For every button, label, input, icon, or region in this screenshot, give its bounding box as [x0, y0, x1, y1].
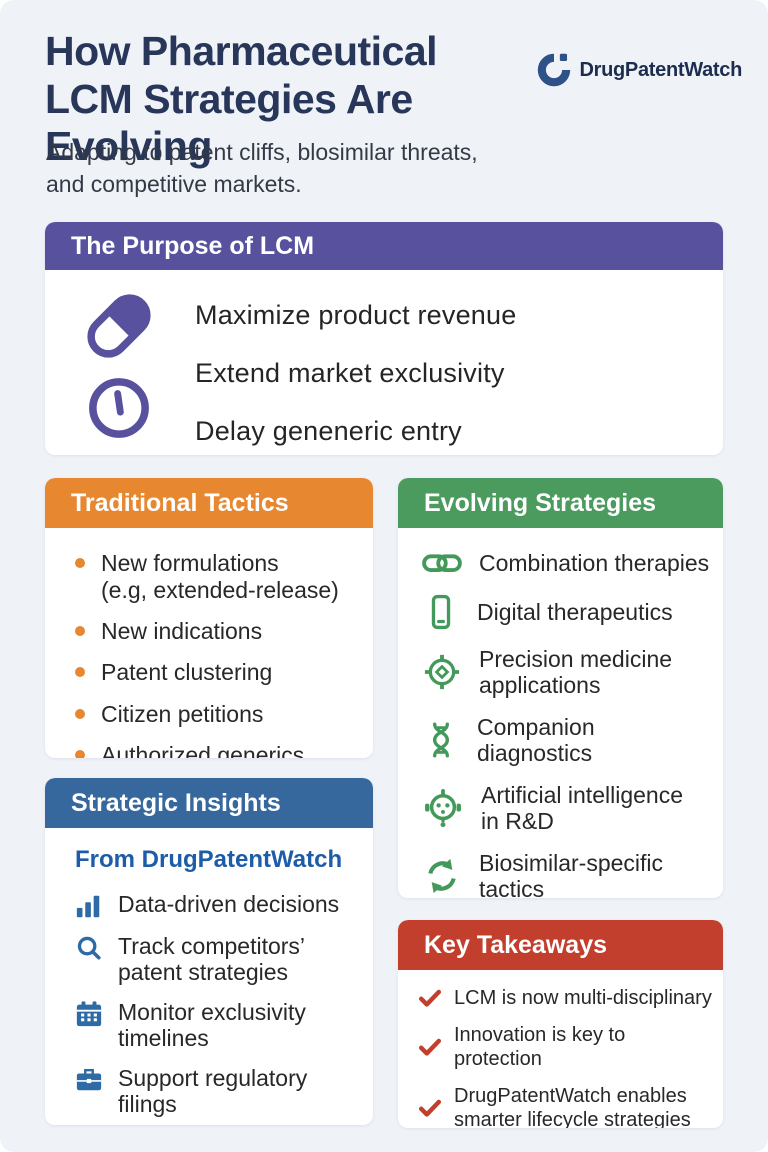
drugpatentwatch-logo-icon: [538, 53, 571, 87]
briefcase-icon: [76, 1068, 102, 1091]
evolving-strategies-card: Evolving Strategies Combination therapie…: [398, 478, 723, 898]
list-item: Support regulatory filings: [75, 1065, 365, 1118]
list-item-label: Digital therapeutics: [477, 598, 673, 625]
purpose-list: Maximize product revenue Extend market e…: [195, 286, 516, 447]
dna-icon: [433, 722, 449, 758]
purpose-card: The Purpose of LCM Maximize product reve…: [45, 222, 723, 455]
list-item: Patent clustering: [75, 659, 357, 686]
key-takeaways-list: LCM is now multi-disciplinary Innovation…: [398, 970, 723, 1128]
list-item: Combination therapies: [422, 548, 713, 578]
search-icon: [77, 936, 101, 960]
list-item-label: Biosimilar-specific tactics: [479, 849, 664, 898]
list-item-label: Innovation is key to protection: [454, 1024, 626, 1070]
traditional-tactics-card: Traditional Tactics New formulations (e.…: [45, 478, 373, 758]
brand-logo-text: DrugPatentWatch: [579, 58, 742, 81]
list-item: LCM is now multi-disciplinary: [418, 986, 717, 1010]
purpose-item: Maximize product revenue: [195, 300, 517, 330]
evolving-strategies-title: Evolving Strategies: [424, 488, 657, 517]
list-item-label: Monitor exclusivity timelines: [118, 998, 306, 1052]
list-item: Monitor exclusivity timelines: [75, 999, 365, 1052]
strategic-insights-subtitle: From DrugPatentWatch: [75, 846, 343, 873]
list-item-label: Authorized generics: [101, 741, 305, 758]
key-takeaways-header: Key Takeaways: [398, 920, 723, 970]
pill-icon: [87, 294, 151, 358]
list-item: DrugPatentWatch enables smarter lifecycl…: [418, 1084, 717, 1128]
list-item-label: Citizen petitions: [101, 700, 264, 727]
bar-chart-icon: [76, 895, 100, 918]
target-icon: [424, 655, 460, 690]
bullet-dot: [75, 667, 85, 678]
refresh-icon: [428, 858, 456, 894]
purpose-card-title: The Purpose of LCM: [71, 231, 315, 260]
purpose-card-header: The Purpose of LCM: [45, 222, 723, 270]
list-item-label: DrugPatentWatch enables smarter lifecycl…: [454, 1085, 691, 1128]
list-item-label: Track competitors’ patent strategies: [118, 933, 306, 986]
evolving-strategies-list: Combination therapies Digital therapeuti…: [398, 528, 723, 898]
traditional-tactics-list: New formulations (e.g, extended-release)…: [45, 528, 373, 758]
list-item: New formulations (e.g, extended-release): [75, 550, 357, 604]
list-item-label: Patent clustering: [101, 659, 273, 686]
purpose-item: Delay geneneric entry: [195, 416, 462, 446]
list-item: Track competitors’ patent strategies: [75, 933, 365, 986]
list-item-label: Data-driven decisions: [118, 891, 340, 917]
list-item-label: Precision medicine applications: [479, 646, 673, 699]
list-item-label: LCM is now multi-disciplinary: [454, 987, 712, 1009]
checkmark-icon: [418, 1099, 442, 1117]
list-item: Data-driven decisions: [75, 891, 365, 920]
purpose-item: Extend market exclusivity: [195, 358, 505, 388]
page-subtitle: Adapting to patent cliffs, blosimilar th…: [46, 139, 478, 198]
key-takeaways-card: Key Takeaways LCM is now multi-disciplin…: [398, 920, 723, 1128]
list-item-label: Combination therapies: [479, 549, 710, 576]
strategic-insights-title: Strategic Insights: [71, 788, 281, 817]
list-item: Innovation is key to protection: [418, 1023, 717, 1071]
calendar-icon: [76, 1001, 102, 1027]
checkmark-icon: [418, 1038, 442, 1056]
list-item-label: New indications: [101, 618, 263, 645]
traditional-tactics-title: Traditional Tactics: [71, 488, 289, 517]
purpose-icon-column: [83, 286, 155, 447]
evolving-strategies-header: Evolving Strategies: [398, 478, 723, 528]
list-item: Companion diagnostics: [422, 714, 713, 767]
bullet-dot: [75, 626, 85, 637]
list-item: Digital therapeutics: [422, 593, 713, 631]
checkmark-icon: [418, 989, 442, 1007]
list-item: Biosimilar-specific tactics: [422, 850, 713, 898]
list-item-label: Support regulatory filings: [118, 1064, 308, 1118]
page-title: How Pharmaceutical LCM Strategies Are Ev…: [45, 28, 438, 170]
bullet-dot: [75, 558, 85, 568]
list-item: New indications: [75, 618, 357, 645]
list-item: Precision medicine applications: [422, 646, 713, 699]
traditional-tactics-header: Traditional Tactics: [45, 478, 373, 528]
brand-logo: DrugPatentWatch: [536, 52, 742, 88]
list-item-label: Artificial intelligence in R&D: [481, 781, 683, 835]
bullet-dot: [75, 708, 85, 719]
key-takeaways-title: Key Takeaways: [424, 930, 607, 959]
strategic-insights-card: Strategic Insights From DrugPatentWatch …: [45, 778, 373, 1125]
purpose-card-body: Maximize product revenue Extend market e…: [45, 270, 723, 447]
list-item: Citizen petitions: [75, 701, 357, 728]
robot-icon: [425, 789, 461, 828]
strategic-insights-header: Strategic Insights: [45, 778, 373, 828]
chain-link-icon: [422, 554, 462, 572]
clock-icon: [89, 378, 149, 438]
list-item: Authorized generics: [75, 742, 357, 758]
bullet-dot: [75, 749, 85, 758]
list-item: Artificial intelligence in R&D: [422, 782, 713, 835]
list-item-label: New formulations (e.g, extended-release): [101, 550, 339, 604]
smartphone-icon: [431, 594, 451, 630]
strategic-insights-list: Data-driven decisions Track competitors’…: [45, 874, 373, 1118]
list-item-label: Companion diagnostics: [477, 713, 595, 767]
